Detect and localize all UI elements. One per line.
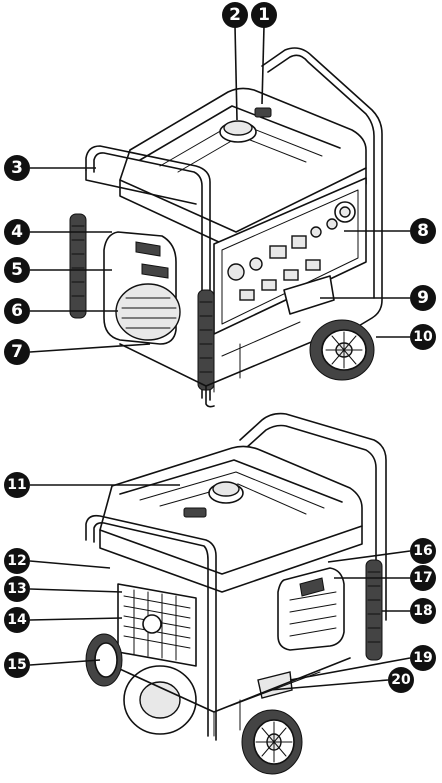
callout-2: 2 xyxy=(222,2,248,28)
svg-text:12: 12 xyxy=(7,553,26,569)
svg-text:5: 5 xyxy=(11,260,23,280)
svg-text:13: 13 xyxy=(7,581,26,597)
svg-text:11: 11 xyxy=(7,477,26,493)
svg-text:16: 16 xyxy=(413,543,432,559)
callout-1: 1 xyxy=(251,2,277,28)
svg-text:8: 8 xyxy=(417,221,429,241)
callout-3: 3 xyxy=(4,155,30,181)
callout-5: 5 xyxy=(4,257,30,283)
svg-text:1: 1 xyxy=(258,5,270,25)
callout-20: 20 xyxy=(388,667,414,693)
callout-6: 6 xyxy=(4,298,30,324)
svg-text:3: 3 xyxy=(11,158,23,178)
callout-8: 8 xyxy=(410,218,436,244)
svg-text:2: 2 xyxy=(229,5,241,25)
svg-text:6: 6 xyxy=(11,301,23,321)
svg-text:18: 18 xyxy=(413,603,432,619)
svg-text:19: 19 xyxy=(413,650,432,666)
svg-text:17: 17 xyxy=(413,570,432,586)
callout-4: 4 xyxy=(4,219,30,245)
callout-15: 15 xyxy=(4,652,30,678)
generator-rear-view xyxy=(85,412,387,775)
callout-19: 19 xyxy=(410,645,436,671)
svg-text:4: 4 xyxy=(11,222,23,242)
callout-16: 16 xyxy=(410,538,436,564)
svg-text:14: 14 xyxy=(7,612,27,628)
callout-12: 12 xyxy=(4,548,30,574)
callout-11: 11 xyxy=(4,472,30,498)
callout-10: 10 xyxy=(410,324,436,350)
svg-text:10: 10 xyxy=(413,329,433,345)
svg-text:9: 9 xyxy=(417,288,429,308)
callout-17: 17 xyxy=(410,565,436,591)
generator-front-view xyxy=(69,47,383,408)
callout-13: 13 xyxy=(4,576,30,602)
svg-text:7: 7 xyxy=(11,342,23,362)
leader-lines xyxy=(29,25,411,691)
callout-14: 14 xyxy=(4,607,30,633)
svg-text:15: 15 xyxy=(7,657,26,673)
callout-7: 7 xyxy=(4,339,30,365)
callout-9: 9 xyxy=(410,285,436,311)
svg-text:20: 20 xyxy=(391,672,411,688)
callout-18: 18 xyxy=(410,598,436,624)
